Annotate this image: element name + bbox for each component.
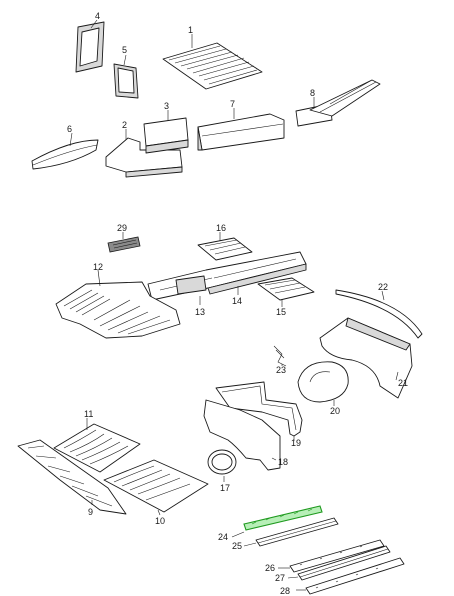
part-11-mat[interactable]	[53, 423, 141, 473]
callout-5: 5	[122, 45, 127, 55]
callout-14: 14	[232, 296, 242, 306]
callout-24: 24	[218, 532, 228, 542]
part-18-panel[interactable]	[203, 399, 281, 471]
part-20-arch[interactable]	[297, 361, 349, 403]
part-25-strip[interactable]	[255, 517, 339, 547]
part-27-strip[interactable]	[297, 545, 391, 581]
callout-7: 7	[230, 99, 235, 109]
part-13-panel[interactable]	[175, 275, 207, 295]
part-28-strip[interactable]	[305, 557, 405, 595]
callout-4: 4	[95, 11, 100, 21]
callout-21: 21	[398, 378, 408, 388]
part-6-panel[interactable]	[31, 139, 99, 170]
callout-12: 12	[93, 262, 103, 272]
callout-10: 10	[155, 516, 165, 526]
part-26-strip[interactable]	[289, 539, 385, 573]
part-1-floor-mat[interactable]	[162, 42, 263, 90]
callout-28: 28	[280, 586, 290, 596]
callout-23: 23	[276, 365, 286, 375]
callout-17: 17	[220, 483, 230, 493]
callout-20: 20	[330, 406, 340, 416]
part-4-mat[interactable]	[75, 21, 105, 73]
part-3-panel[interactable]	[143, 117, 189, 154]
callout-1: 1	[188, 25, 193, 35]
callout-26: 26	[265, 563, 275, 573]
part-2-panel[interactable]	[105, 137, 183, 178]
callout-3: 3	[164, 101, 169, 111]
callout-13: 13	[195, 307, 205, 317]
part-5-mat[interactable]	[113, 63, 139, 99]
part-17-ring[interactable]	[207, 449, 237, 475]
callout-27: 27	[275, 573, 285, 583]
callout-22: 22	[378, 282, 388, 292]
part-16-mat[interactable]	[197, 237, 253, 261]
callout-2: 2	[122, 120, 127, 130]
callout-29: 29	[117, 223, 127, 233]
callout-9: 9	[88, 507, 93, 517]
callout-11: 11	[84, 409, 93, 419]
part-7-panel[interactable]	[197, 113, 285, 151]
callout-16: 16	[216, 223, 226, 233]
part-10-mat[interactable]	[103, 459, 209, 513]
callout-18: 18	[278, 457, 288, 467]
part-29-clip[interactable]	[107, 236, 141, 253]
part-12-front-mat[interactable]	[55, 281, 181, 339]
part-8-panel[interactable]	[295, 79, 381, 127]
part-22-strip[interactable]	[335, 289, 423, 339]
part-23-clip[interactable]	[273, 345, 287, 367]
part-21-trim[interactable]	[319, 317, 413, 399]
callout-19: 19	[291, 438, 301, 448]
callout-6: 6	[67, 124, 72, 134]
part-15-mat[interactable]	[257, 277, 315, 301]
callout-15: 15	[276, 307, 286, 317]
part-24-strip-highlighted[interactable]	[243, 505, 323, 531]
callout-25: 25	[232, 541, 242, 551]
part-9-sheet[interactable]	[17, 439, 127, 515]
callout-8: 8	[310, 88, 315, 98]
